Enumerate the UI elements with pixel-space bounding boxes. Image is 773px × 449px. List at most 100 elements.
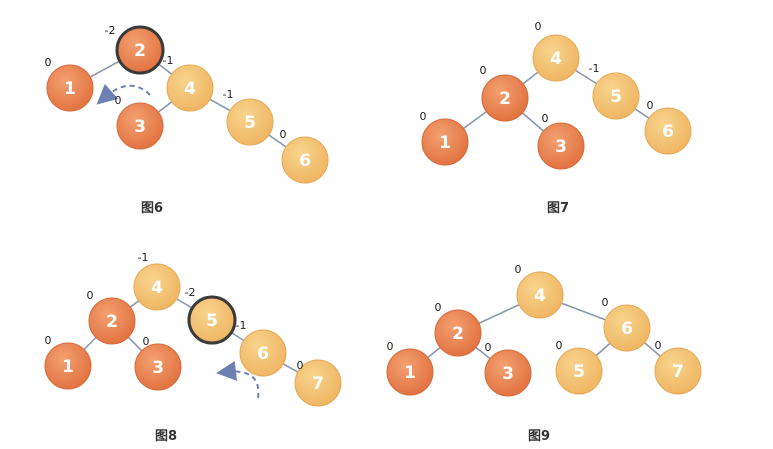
balance-factor-label: 0 <box>143 335 150 348</box>
node-value: 2 <box>499 89 511 109</box>
tree-node-4: 4 -1 <box>133 251 181 311</box>
node-value: 5 <box>610 87 622 107</box>
node-value: 4 <box>151 278 163 298</box>
node-value: 6 <box>257 344 269 364</box>
node-value: 3 <box>134 117 146 137</box>
node-value: 5 <box>244 113 256 133</box>
node-circle <box>592 72 640 120</box>
balance-factor-label: 0 <box>655 339 662 352</box>
node-circle <box>239 329 287 377</box>
node-circle <box>281 136 329 184</box>
node-circle <box>386 348 434 396</box>
tree-node-5: 50 <box>555 339 603 395</box>
node-value: 3 <box>555 137 567 157</box>
balance-factor-label: 0 <box>515 263 522 276</box>
tree-node-6: 60 <box>602 296 651 352</box>
balance-factor-label: -2 <box>105 24 116 37</box>
tree-node-4: 40 <box>515 263 564 319</box>
node-value: 1 <box>404 363 416 383</box>
balance-factor-label: -2 <box>185 286 196 299</box>
tree-node-1: 10 <box>45 56 94 112</box>
tree-node-2: 20 <box>434 301 482 357</box>
figure-caption: 图7 <box>547 201 569 216</box>
tree-node-7: 70 <box>294 359 342 407</box>
figure-caption: 图6 <box>141 201 163 216</box>
node-circle <box>44 342 92 390</box>
node-circle <box>133 263 181 311</box>
balance-factor-label: 0 <box>647 99 654 112</box>
node-circle <box>516 271 564 319</box>
node-circle <box>115 25 165 75</box>
node-value: 4 <box>184 79 196 99</box>
balance-factor-label: 0 <box>485 341 492 354</box>
node-value: 6 <box>662 122 674 142</box>
tree-node-2: 2-2 <box>105 24 165 75</box>
tree-node-3: 30 <box>537 112 585 170</box>
balance-factor-label: -1 <box>163 54 174 67</box>
tree-node-2: 20 <box>480 64 529 122</box>
tree-node-2: 20 <box>87 289 136 345</box>
node-value: 3 <box>502 364 514 384</box>
node-value: 5 <box>206 311 218 331</box>
node-circle <box>481 74 529 122</box>
node-value: 1 <box>64 79 76 99</box>
tree-node-3: 30 <box>134 335 182 391</box>
balance-factor-label: -1 <box>138 251 149 264</box>
node-value: 4 <box>534 286 546 306</box>
node-circle <box>166 64 214 112</box>
tree-node-4: 40 <box>532 20 580 82</box>
node-value: 5 <box>573 362 585 382</box>
figure-caption: 图9 <box>528 429 550 444</box>
balance-factor-label: 0 <box>435 301 442 314</box>
node-circle <box>434 309 482 357</box>
node-circle <box>555 347 603 395</box>
balance-factor-label: 0 <box>556 339 563 352</box>
tree-node-4: 4 -1 <box>163 54 214 112</box>
tree-node-6: 6 -1 <box>236 319 287 377</box>
node-circle <box>88 297 136 345</box>
node-value: 1 <box>439 133 451 153</box>
tree-node-5: 5-1 <box>223 88 274 146</box>
tree-node-5: 5 -1 <box>589 62 640 120</box>
balance-factor-label: 0 <box>602 296 609 309</box>
balance-factor-label: 0 <box>45 56 52 69</box>
tree-node-6: 60 <box>280 128 329 184</box>
balance-factor-label: 0 <box>535 20 542 33</box>
node-circle <box>421 118 469 166</box>
node-value: 3 <box>152 358 164 378</box>
node-value: 7 <box>672 362 684 382</box>
node-circle <box>654 347 702 395</box>
node-value: 2 <box>452 324 464 344</box>
balance-factor-label: 0 <box>420 110 427 123</box>
tree-node-7: 70 <box>654 339 702 395</box>
balance-factor-label: 0 <box>297 359 304 372</box>
balance-factor-label: 0 <box>45 334 52 347</box>
balance-factor-label: 0 <box>115 94 122 107</box>
balance-factor-label: 0 <box>480 64 487 77</box>
tree-node-1: 10 <box>44 334 92 390</box>
tree-node-1: 10 <box>420 110 469 166</box>
node-value: 4 <box>550 49 562 69</box>
node-circle <box>294 359 342 407</box>
node-circle <box>532 34 580 82</box>
balance-factor-label: -1 <box>236 319 247 332</box>
tree-node-1: 10 <box>386 340 434 396</box>
figure-caption: 图8 <box>155 429 177 444</box>
tree-node-3: 30 <box>484 341 532 397</box>
balance-factor-label: -1 <box>589 62 600 75</box>
node-value: 6 <box>621 319 633 339</box>
node-circle <box>187 295 237 345</box>
node-circle <box>537 122 585 170</box>
node-circle <box>644 107 692 155</box>
node-circle <box>603 304 651 352</box>
tree-node-5: 5 -2 <box>185 286 237 345</box>
balance-factor-label: 0 <box>280 128 287 141</box>
node-circle <box>116 102 164 150</box>
node-circle <box>46 64 94 112</box>
node-circle <box>134 343 182 391</box>
